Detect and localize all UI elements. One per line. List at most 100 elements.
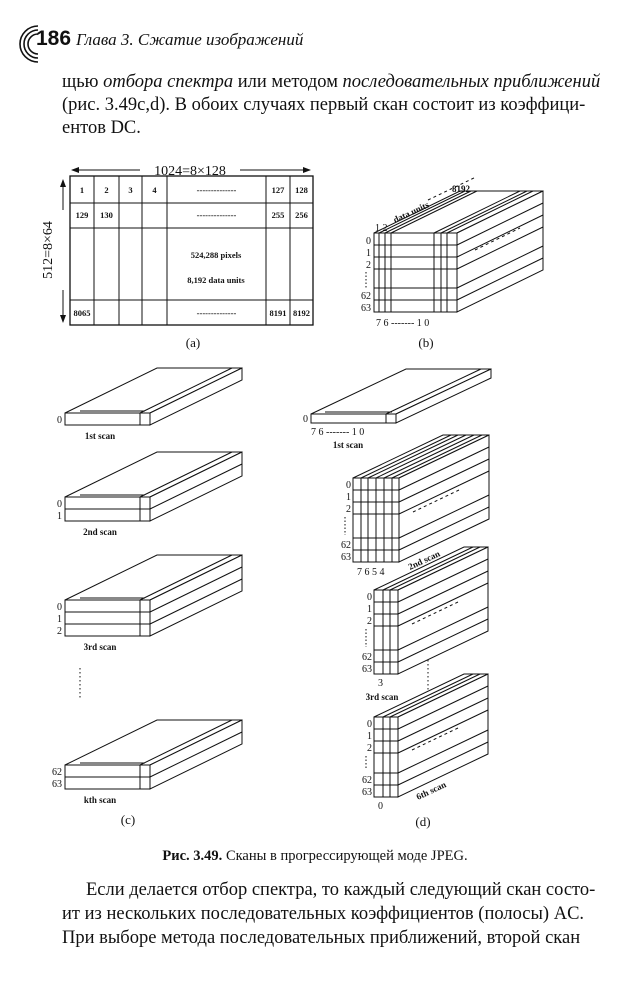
label: 256 [295,210,308,220]
edge-line [389,546,481,591]
edge-line [385,368,482,415]
edge-line [397,741,489,786]
edge-line [139,367,233,414]
label: 7 6 5 4 [357,567,385,578]
text-line: Если делается отбор спектра, то каждый с… [86,880,596,900]
edge-line [367,434,459,479]
label: 1 [57,511,62,522]
text-run: щью [62,72,104,92]
running-head: Глава 3. Сжатие изображений [76,30,304,49]
edge-line [427,176,477,201]
label: 0 [57,415,62,426]
edge-line [446,190,534,234]
edge-line [139,451,233,498]
caption-number: Рис. 3.49. [162,848,223,864]
edge-line [382,673,474,718]
edge-line [397,558,489,603]
text-line: ентов DC. [62,118,570,139]
data-units-count: 8,192 data units [187,275,245,285]
edge-line [149,463,243,510]
label: 2 [367,743,372,754]
label: 8192 [293,308,310,318]
edge-line [149,566,243,613]
label-d: (d) [415,814,430,829]
label: 129 [76,210,89,220]
label: 0 [378,801,383,812]
height-label: 512=8×64 [41,221,56,279]
label: 0 [57,602,62,613]
caption-text: Сканы в прогрессирующей моде JPEG. [222,848,468,864]
label-a: (a) [186,335,200,350]
label: 63 [362,787,372,798]
edge-line [456,214,544,258]
label: 7 6 ------- 1 0 [311,427,364,438]
page-number: 186 [36,27,72,50]
label: 255 [272,210,285,220]
grid-lines [69,175,314,326]
text-line: ит из нескольких последовательных коэффи… [62,904,585,924]
edge-line [397,709,489,754]
grid-border [69,175,314,326]
emphasis-term: последовательных приближений [342,72,601,92]
label: 2 [367,616,372,627]
edge-line [391,434,483,479]
width-label: 1024=8×128 [154,164,226,179]
edge-line [139,719,233,766]
label: 62 [361,291,371,302]
label: 0 [57,499,62,510]
edge-line [397,697,489,742]
label: -------------- [197,210,237,220]
label: 4 [152,185,157,195]
edge-line [397,618,489,663]
label: 3rd scan [84,642,117,652]
label: 2 [104,185,108,195]
label: 128 [295,185,308,195]
edge-line [384,190,472,234]
label: 63 [361,303,371,314]
text-line: (рис. 3.49c,d). В обоих случаях первый с… [62,95,585,116]
edge-line [398,458,490,503]
label: 0 [367,592,372,603]
label: -------------- [197,185,237,195]
front-face [373,716,399,798]
label: 63 [52,779,62,790]
edge-line [397,606,489,651]
label: 1 [346,492,351,503]
label: 8191 [270,308,287,318]
edge-line [456,257,544,301]
text-line: При выборе метода последовательных прибл… [62,928,581,948]
edge-line [456,202,544,246]
edge-line [412,489,460,513]
label: 2 [366,260,371,271]
label: -------------- [197,308,237,318]
label: 3 [378,678,383,689]
edge-line [389,673,481,718]
label: 3 [128,185,132,195]
edge-line [411,601,459,625]
edge-line [474,227,521,251]
label: 130 [100,210,113,220]
label: 62 [362,652,372,663]
text-run: (рис. 3.49c,d). В обоих случаях первый с… [62,95,586,115]
label: 62 [362,775,372,786]
edge-line [375,434,467,479]
label: 2 [346,504,351,515]
label: 1 2 [375,223,388,234]
edge-line [397,685,489,730]
label: 1 [367,604,372,615]
label: 63 [362,664,372,675]
text-line: щью отбора спектра или методом последова… [62,72,600,93]
edge-line [398,446,490,491]
chapter-logo-icon [19,25,39,63]
edge-line [440,190,528,234]
edge-line [149,578,243,625]
front-face [373,232,458,313]
label: 3rd scan [366,692,399,702]
edge-line [398,470,490,515]
figure-3-49: 1024=8×128 512=8×64 524,288 pixels 8,192… [41,164,544,829]
label: 1 [366,248,371,259]
label: 1 [80,185,84,195]
label: 0 [346,480,351,491]
